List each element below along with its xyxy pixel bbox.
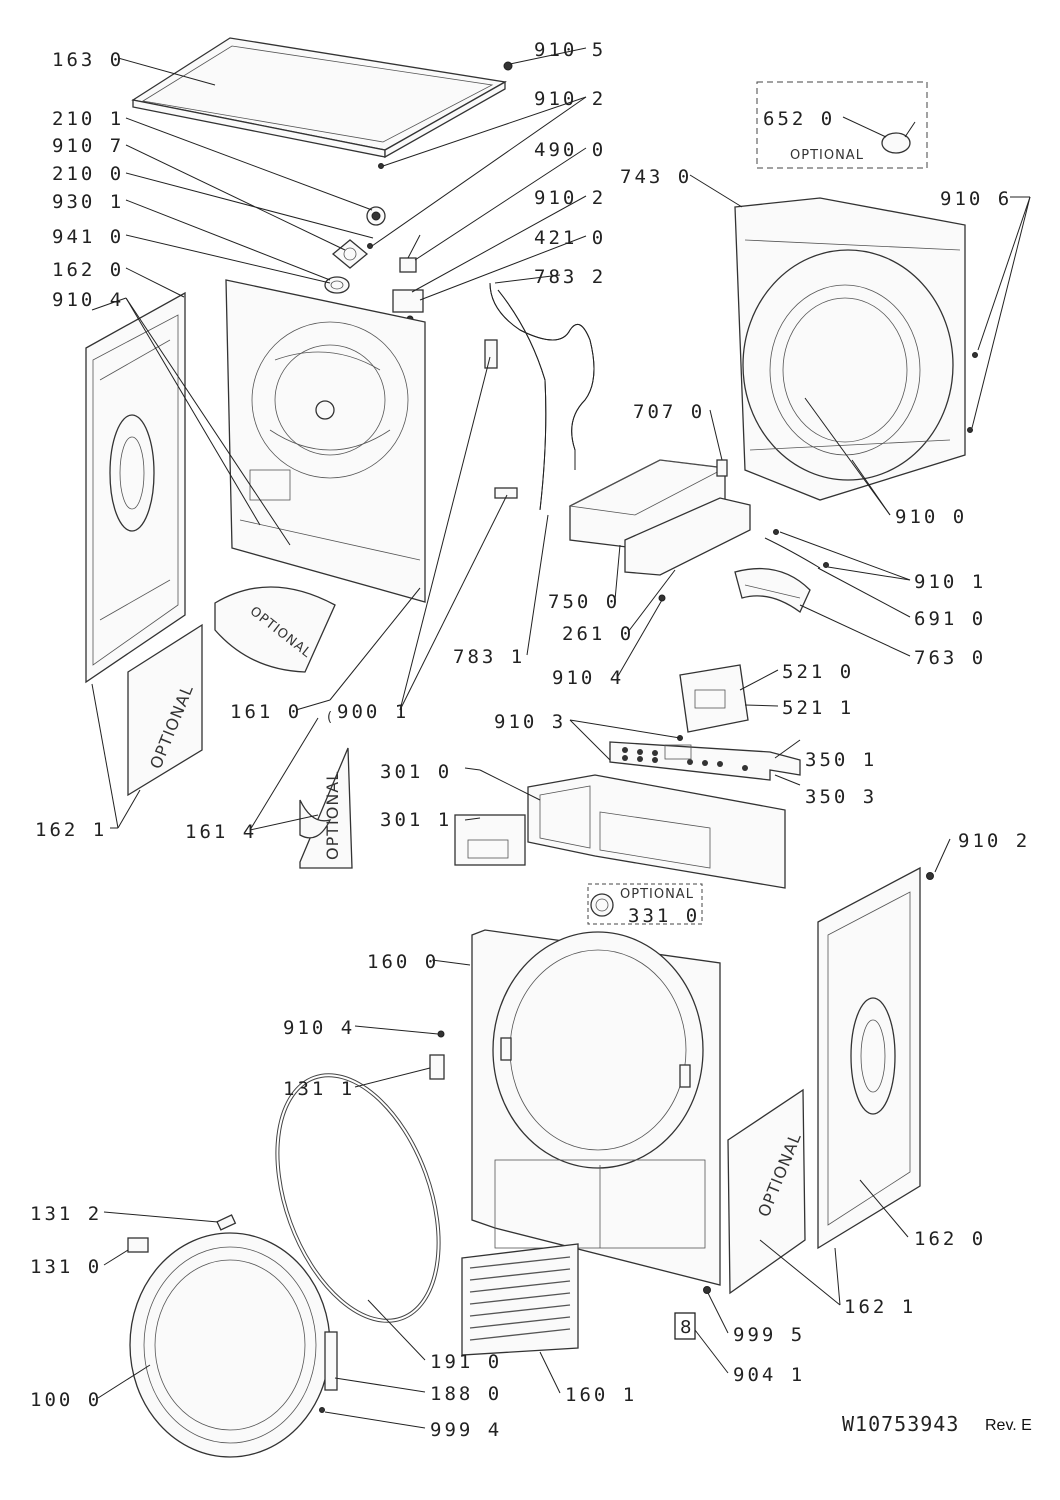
optional-box-331: OPTIONAL [587, 883, 703, 925]
label-910-1: 910 1 [914, 571, 986, 593]
label-910-5: 910 5 [534, 39, 606, 61]
label-161-4: 161 4 [185, 821, 257, 843]
part-191-0-door-gasket [275, 1073, 441, 1323]
label-910-2-a: 910 2 [534, 88, 606, 110]
part-100-0-door [129, 1232, 338, 1458]
rear-panel [225, 279, 426, 603]
label-910-4-b: 910 4 [552, 667, 624, 689]
optional-right-panel: OPTIONAL [727, 1088, 806, 1295]
label-301-0: 301 0 [380, 761, 452, 783]
part-163-0-top-cover [131, 37, 507, 159]
label-162-1-b: 162 1 [844, 1296, 916, 1318]
label-191-0: 191 0 [430, 1351, 502, 1373]
leader-lines [91, 47, 1031, 1429]
part-301-0-console [454, 774, 786, 889]
label-763-0: 763 0 [914, 647, 986, 669]
optional-box-652: OPTIONAL [756, 81, 928, 169]
label-421-0: 421 0 [534, 227, 606, 249]
label-160-0: 160 0 [367, 951, 439, 973]
label-910-3: 910 3 [494, 711, 566, 733]
label-210-1: 210 1 [52, 108, 124, 130]
optional-box-652-text: OPTIONAL [790, 148, 864, 163]
label-160-1: 160 1 [565, 1384, 637, 1406]
label-910-6: 910 6 [940, 188, 1012, 210]
label-910-0: 910 0 [895, 506, 967, 528]
document-number: W10753943 [842, 1412, 959, 1436]
label-162-0-b: 162 0 [914, 1228, 986, 1250]
part-521-control-board [679, 664, 749, 733]
hoses [484, 282, 595, 511]
part-162-0-left-side-panel [85, 291, 186, 684]
part-160-1-grille [461, 1243, 579, 1356]
label-930-1: 930 1 [52, 191, 124, 213]
optional-box-331-text: OPTIONAL [620, 887, 694, 902]
label-350-1: 350 1 [805, 749, 877, 771]
label-910-7: 910 7 [52, 135, 124, 157]
label-910-2-c: 910 2 [958, 830, 1030, 852]
label-161-0: 161 0 [230, 701, 302, 723]
optional-left-panel: OPTIONAL [127, 623, 203, 797]
label-131-0: 131 0 [30, 1256, 102, 1278]
label-261-0: 261 0 [562, 623, 634, 645]
badge-digit: 8 [680, 1317, 691, 1338]
label-521-0: 521 0 [782, 661, 854, 683]
part-160-0-front-panel [471, 929, 721, 1286]
label-490-0: 490 0 [534, 139, 606, 161]
label-301-1: 301 1 [380, 809, 452, 831]
label-941-0: 941 0 [52, 226, 124, 248]
part-743-0-bulkhead [734, 197, 978, 501]
label-743-0: 743 0 [620, 166, 692, 188]
optional-disc: OPTIONAL [214, 586, 336, 673]
label-783-1: 783 1 [453, 646, 525, 668]
label-210-0: 210 0 [52, 163, 124, 185]
label-131-2: 131 2 [30, 1203, 102, 1225]
badge-hardware: 8 [674, 1286, 711, 1340]
optional-panel-161-text: OPTIONAL [323, 771, 342, 860]
label-783-2: 783 2 [534, 266, 606, 288]
part-750-0-water-container [568, 459, 751, 602]
diagram-footer: W10753943 Rev. E [842, 1412, 1032, 1436]
label-163-0: 163 0 [52, 49, 124, 71]
part-labels: 163 0 910 5 210 1 910 2 910 7 490 0 210 … [30, 39, 1030, 1441]
part-763-0-filter [734, 529, 829, 613]
optional-panel-161-4: OPTIONAL [299, 747, 353, 869]
label-162-0-a: 162 0 [52, 259, 124, 281]
label-904-1: 904 1 [733, 1364, 805, 1386]
label-100-0: 100 0 [30, 1389, 102, 1411]
label-521-1: 521 1 [782, 697, 854, 719]
bracket-mark: ( [327, 710, 333, 725]
label-999-4: 999 4 [430, 1419, 502, 1441]
top-hardware [324, 61, 513, 323]
label-900-1: 900 1 [337, 701, 409, 723]
label-188-0: 188 0 [430, 1383, 502, 1405]
label-910-4-c: 910 4 [283, 1017, 355, 1039]
label-331-0: 331 0 [628, 905, 700, 927]
label-999-5: 999 5 [733, 1324, 805, 1346]
label-707-0: 707 0 [633, 401, 705, 423]
label-910-2-b: 910 2 [534, 187, 606, 209]
label-691-0: 691 0 [914, 608, 986, 630]
hinge-hardware [127, 1030, 445, 1253]
revision-label: Rev. E [985, 1417, 1032, 1434]
label-350-3: 350 3 [805, 786, 877, 808]
label-652-0: 652 0 [763, 108, 835, 130]
label-750-0: 750 0 [548, 591, 620, 613]
part-162-0-right-side-panel [817, 866, 934, 1250]
label-131-1: 131 1 [283, 1078, 355, 1100]
part-350-control-panel-pcb [609, 735, 801, 781]
label-910-4-a: 910 4 [52, 289, 124, 311]
label-162-1-a: 162 1 [35, 819, 107, 841]
